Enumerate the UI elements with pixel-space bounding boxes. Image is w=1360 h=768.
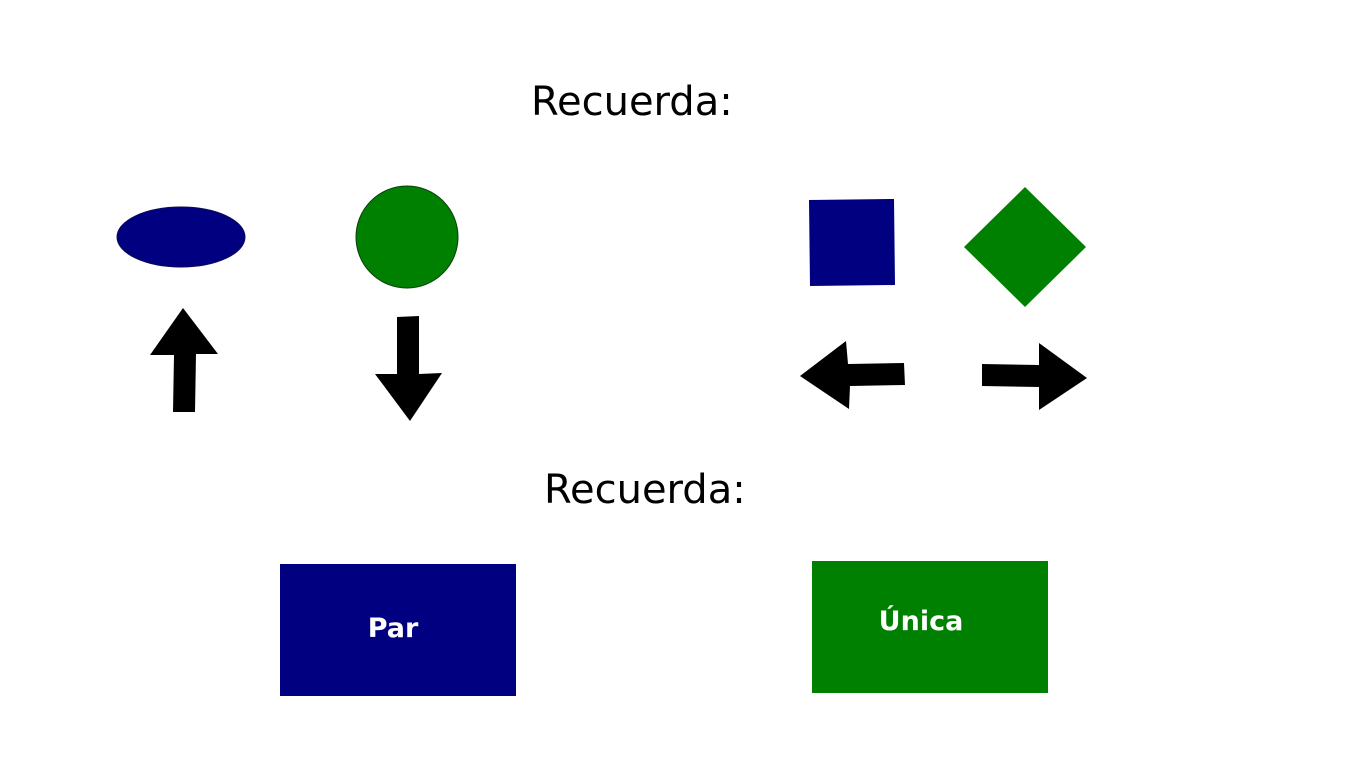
- unica-button-label: Única: [878, 605, 964, 637]
- heading-bottom: Recuerda:: [544, 467, 746, 513]
- arrow-down-icon: [375, 316, 442, 421]
- arrow-up-icon: [150, 308, 218, 412]
- arrow-left-icon: [800, 341, 905, 409]
- green-circle-shape: [355, 185, 459, 289]
- blue-ellipse-shape: [116, 206, 246, 268]
- par-button-label: Par: [367, 612, 419, 644]
- blue-square-shape: [809, 199, 895, 286]
- green-diamond-shape: [964, 187, 1086, 307]
- heading-top: Recuerda:: [531, 79, 733, 125]
- arrow-right-icon: [982, 343, 1087, 410]
- par-button[interactable]: Par: [280, 564, 516, 696]
- unica-button[interactable]: Única: [812, 561, 1048, 693]
